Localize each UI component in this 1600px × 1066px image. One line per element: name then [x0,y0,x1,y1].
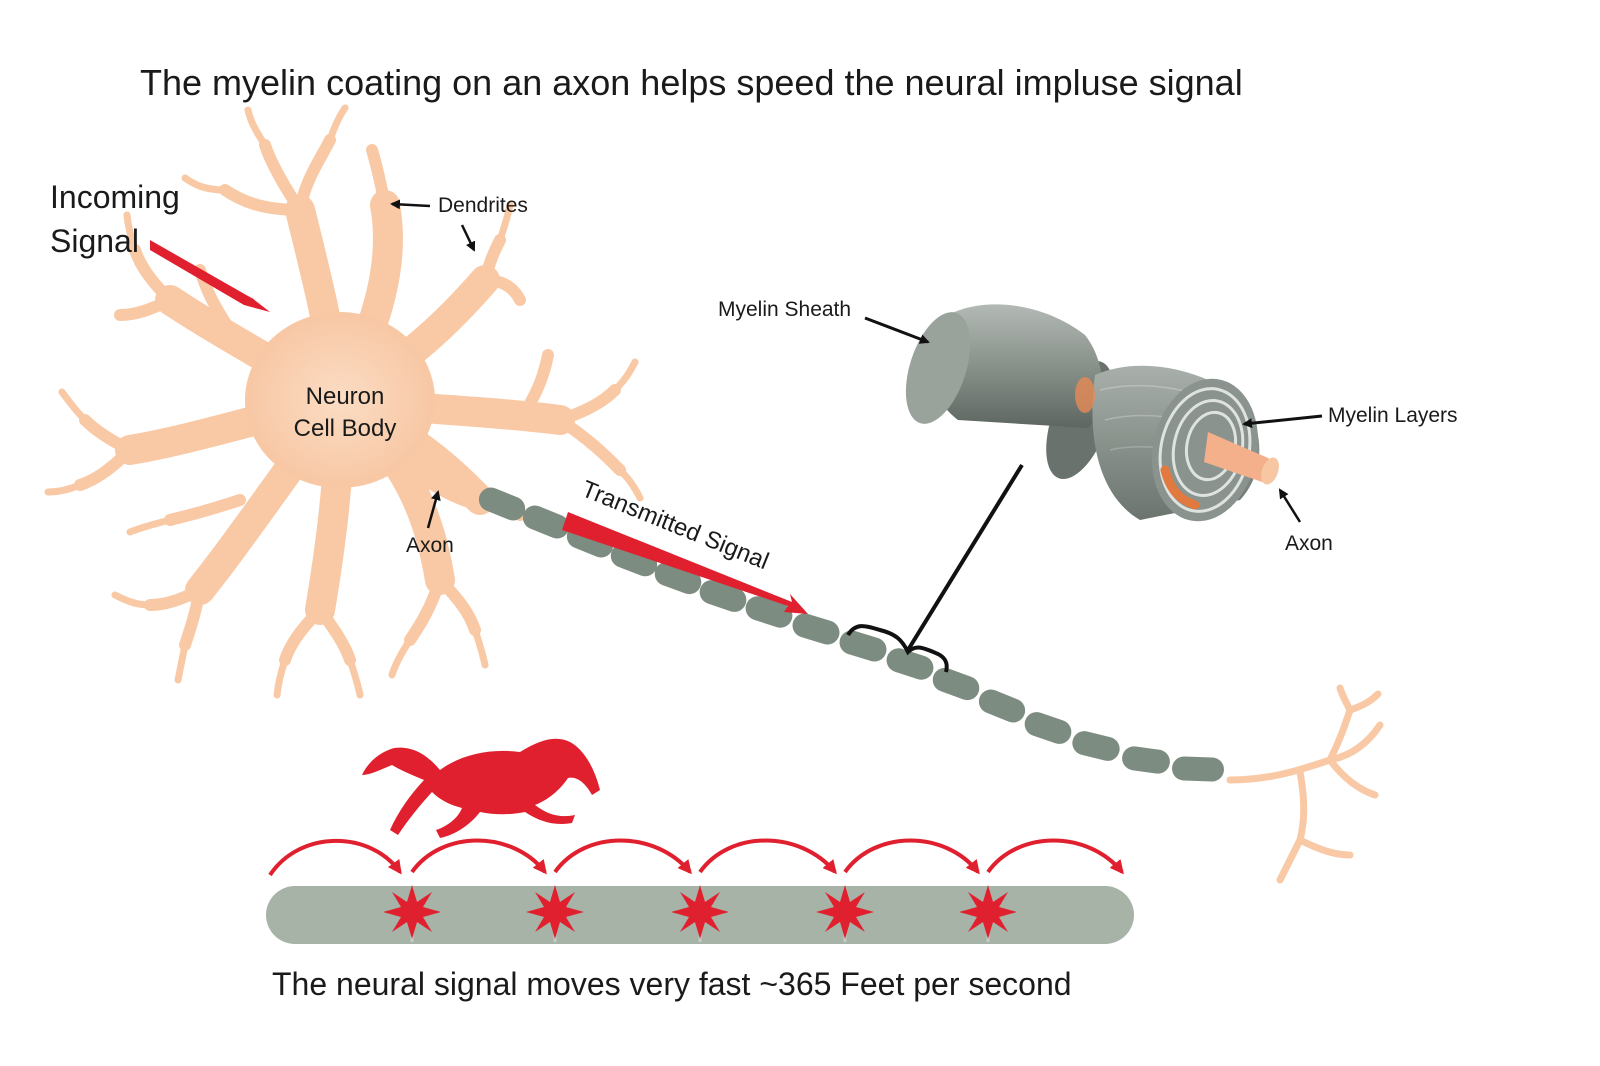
arc-arrow-icon [410,838,547,875]
arc-arrow-icon [986,838,1124,875]
brace-connector-line [906,463,1024,652]
spark-icons [383,885,1017,939]
cell-body-label-1: Neuron [306,383,385,410]
dendrites-arrow-1 [390,199,431,210]
transmitted-signal-arrow [562,512,808,614]
arc-arrow-icon [268,838,402,877]
jump-arrows [268,838,1124,877]
axon-right-arrow [1278,488,1302,523]
myelin-sheath-arrow [864,316,930,344]
segment-brace [846,624,949,673]
axon-left-label: Axon [406,534,454,557]
myelin-zoom [905,304,1279,522]
axon-right-label: Axon [1285,532,1333,555]
axon-left-arrow [426,490,441,529]
incoming-label-1: Incoming [50,179,180,215]
myelin-sheath-label: Myelin Sheath [718,298,851,321]
myelin-layers-arrow [1242,414,1323,429]
speed-caption: The neural signal moves very fast ~365 F… [272,966,1072,1002]
myelin-layers-label: Myelin Layers [1328,404,1458,427]
spark-icon [816,885,874,939]
horse-icon [362,738,600,838]
arc-arrow-icon [843,838,980,875]
dendrites-label: Dendrites [438,194,528,217]
spark-icon [959,885,1017,939]
arc-arrow-icon [698,838,837,875]
diagram-title: The myelin coating on an axon helps spee… [140,62,1243,103]
incoming-signal-arrow [150,240,270,312]
cell-body-label-2: Cell Body [294,415,397,442]
spark-icon [671,885,729,939]
dendrites-arrow-2 [460,224,476,252]
cell-body [245,312,435,488]
axon-terminal [1226,684,1384,884]
incoming-label-2: Signal [50,223,139,259]
spark-icon [526,885,584,939]
spark-icon [383,885,441,939]
arc-arrow-icon [553,838,692,875]
